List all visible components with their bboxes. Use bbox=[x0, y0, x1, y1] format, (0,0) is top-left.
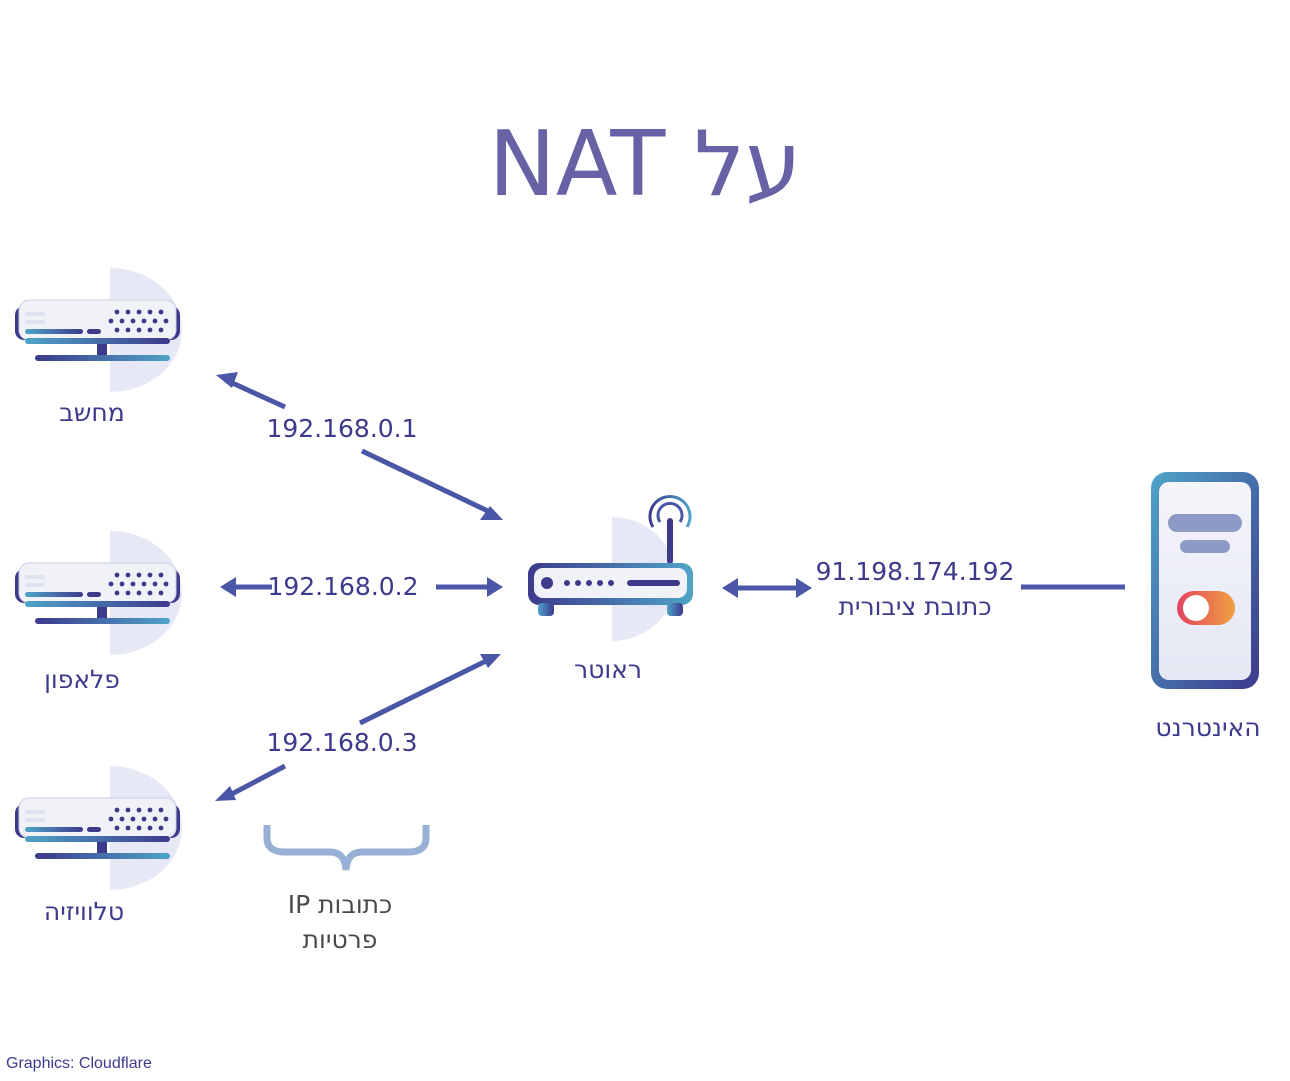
arrowhead-computer bbox=[216, 372, 238, 388]
device-phone bbox=[14, 530, 183, 656]
private-ip-brace bbox=[263, 825, 430, 871]
arrow-tv-router bbox=[226, 656, 492, 799]
router bbox=[528, 495, 693, 641]
arrow-computer-router bbox=[226, 378, 494, 516]
page-title: על NAT bbox=[489, 112, 802, 217]
phone-icon bbox=[14, 530, 183, 656]
graphics-credit: Graphics: Cloudflare bbox=[6, 1055, 152, 1072]
tv-icon bbox=[14, 765, 183, 891]
device-computer bbox=[14, 267, 183, 393]
internet-device bbox=[1151, 472, 1259, 689]
device-label-computer: מחשב bbox=[59, 398, 124, 427]
arrowhead-router-from-phone bbox=[487, 577, 503, 597]
signal-wave-inner bbox=[656, 501, 684, 523]
arrowhead-router-from-tv bbox=[480, 654, 501, 668]
router-label: ראוטר bbox=[574, 655, 642, 684]
public-ip-label: כתובת ציבורית bbox=[838, 592, 991, 621]
computer-icon bbox=[14, 267, 183, 393]
ip-label-phone: 192.168.0.2 bbox=[267, 572, 418, 601]
toggle-knob bbox=[1183, 595, 1209, 621]
internet-label: האינטרנט bbox=[1155, 713, 1260, 742]
arrowhead-router-side bbox=[722, 578, 738, 598]
device-label-phone: פלאפון bbox=[44, 665, 120, 694]
antenna-icon bbox=[667, 518, 673, 564]
arrowhead-router-from-computer bbox=[480, 506, 503, 520]
arrowhead-tv bbox=[215, 786, 236, 801]
private-ip-label-line2: פרטיות bbox=[303, 925, 378, 954]
ip-label-tv: 192.168.0.3 bbox=[266, 728, 417, 757]
device-label-tv: טלוויזיה bbox=[44, 897, 124, 926]
arrowhead-public-side bbox=[796, 578, 812, 598]
private-ip-label-line1: כתובות IP bbox=[288, 890, 393, 919]
arrowhead-phone bbox=[220, 577, 236, 597]
public-ip: 91.198.174.192 bbox=[816, 557, 1015, 586]
signal-wave-outer bbox=[648, 495, 692, 528]
ip-label-computer: 192.168.0.1 bbox=[266, 414, 417, 443]
device-tv bbox=[14, 765, 183, 891]
